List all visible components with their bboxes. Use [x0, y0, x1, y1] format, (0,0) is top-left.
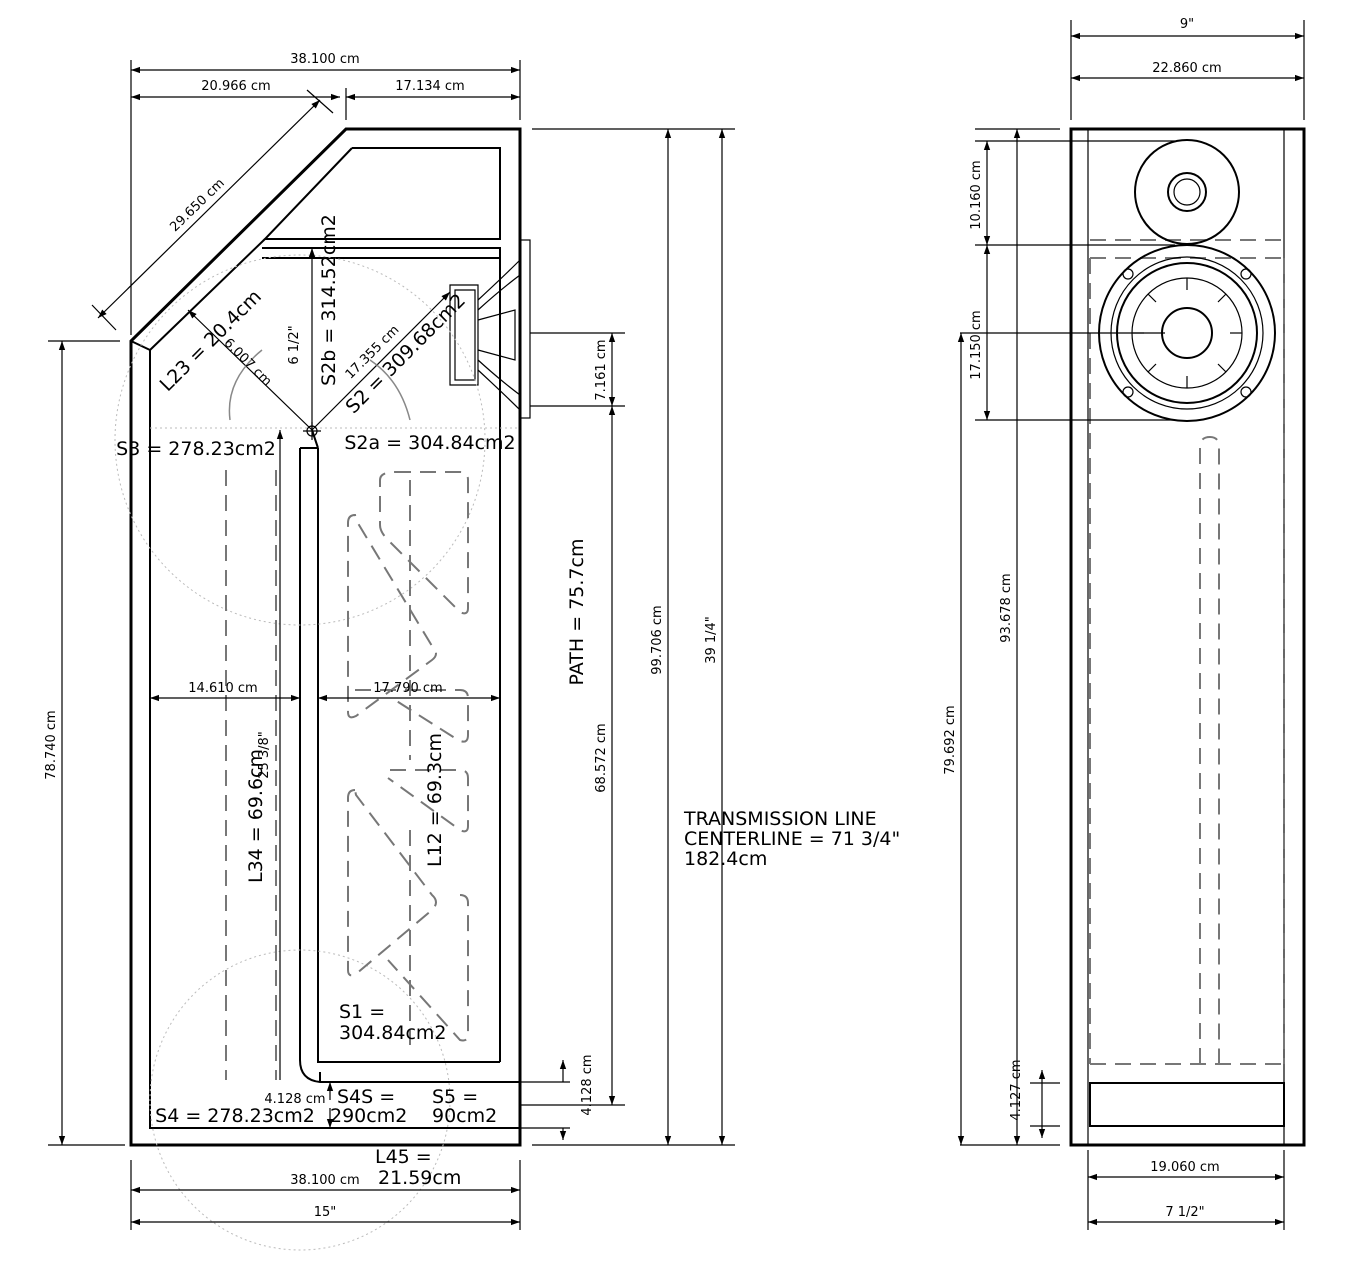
label-s5-line2: 90cm2 [432, 1105, 497, 1127]
label-l12: L12 = 69.3cm [424, 733, 446, 867]
dim-overall-height-cm: 99.706 cm [650, 605, 665, 674]
dim-bottom-width-cm: 38.100 cm [290, 1173, 359, 1188]
label-tl-line3: 182.4cm [684, 848, 767, 870]
dim-woofer-height: 17.150 cm [969, 310, 984, 379]
dim-vert-small: 6 1/2" [287, 325, 302, 364]
dim-front-width-in: 9" [1180, 17, 1194, 32]
dim-bottom-width-in: 15" [314, 1205, 337, 1220]
label-tl-line1: TRANSMISSION LINE [683, 808, 877, 830]
label-s2b: S2b = 314.52cm2 [318, 214, 340, 386]
dim-body-height: 79.692 cm [943, 705, 958, 774]
woofer-side-profile [449, 239, 531, 419]
front-view-cabinet [1069, 127, 1306, 1147]
dim-vert-mid: 25 3/8" [257, 731, 272, 779]
label-l45-line2: 21.59cm [378, 1167, 461, 1189]
front-dimension-labels: 9" 22.860 cm 10.160 cm 17.150 cm 93.678 … [943, 17, 1222, 1220]
dim-inner-height: 93.678 cm [999, 573, 1014, 642]
dim-inner-width-cm: 19.060 cm [1150, 1160, 1219, 1175]
side-dimension-labels: 38.100 cm 20.966 cm 17.134 cm 29.650 cm … [44, 52, 719, 1220]
label-s3: S3 = 278.23cm2 [116, 438, 276, 460]
cabinet-inner-outline [262, 147, 501, 240]
label-s1-line2: 304.84cm2 [339, 1022, 447, 1044]
label-path: PATH = 75.7cm [566, 539, 588, 686]
dim-front-width-cm: 22.860 cm [1152, 61, 1221, 76]
cabinet-inner-wall [149, 350, 520, 1129]
dim-bottom-gap-small: 4.128 cm [264, 1092, 325, 1107]
upper-chamber [262, 247, 501, 259]
dim-chamber-a: 14.610 cm [188, 681, 257, 696]
dim-top-left: 20.966 cm [201, 79, 270, 94]
tweeter [1134, 139, 1240, 245]
front-dimensions [957, 20, 1305, 1230]
divider-b [317, 448, 500, 1063]
label-l45-line1: L45 = [375, 1146, 432, 1168]
dim-diag-small: 6.007 cm [221, 336, 275, 390]
dim-inner-width-in: 7 1/2" [1165, 1205, 1204, 1220]
dim-base-height: 4.127 cm [1009, 1059, 1024, 1120]
label-s1-line1: S1 = [339, 1001, 385, 1023]
dim-total-width: 38.100 cm [290, 52, 359, 67]
dim-diagonal: 29.650 cm [167, 176, 227, 235]
front-base-plinth [1089, 1082, 1285, 1127]
label-s2a: S2a = 304.84cm2 [344, 432, 515, 454]
dim-bottom-gap: 4.128 cm [580, 1054, 595, 1115]
dim-top-right: 17.134 cm [395, 79, 464, 94]
tl-dashed-path [347, 471, 469, 1045]
label-l34: L34 = 69.6cm [245, 749, 267, 883]
dim-left-height: 78.740 cm [44, 710, 59, 779]
label-s4s-line1: S4S = [337, 1086, 395, 1108]
label-s4: S4 = 278.23cm2 [155, 1105, 315, 1127]
dim-port-height: 7.161 cm [594, 339, 609, 400]
front-outline [1069, 127, 1306, 1147]
side-dimensions [48, 60, 735, 1230]
label-s4s-line2: 290cm2 [330, 1105, 407, 1127]
dim-tweeter-height: 10.160 cm [969, 160, 984, 229]
side-area-labels: L23 = 20.4cm S2b = 314.52cm2 S2 = 309.68… [116, 214, 900, 1189]
dim-overall-height-in: 39 1/4" [704, 616, 719, 664]
label-tl-line2: CENTERLINE = 71 3/4" [684, 828, 900, 850]
dim-lower-height: 68.572 cm [594, 723, 609, 792]
label-s5-line1: S5 = [432, 1086, 478, 1108]
dim-chamber-b: 17.790 cm [373, 681, 442, 696]
